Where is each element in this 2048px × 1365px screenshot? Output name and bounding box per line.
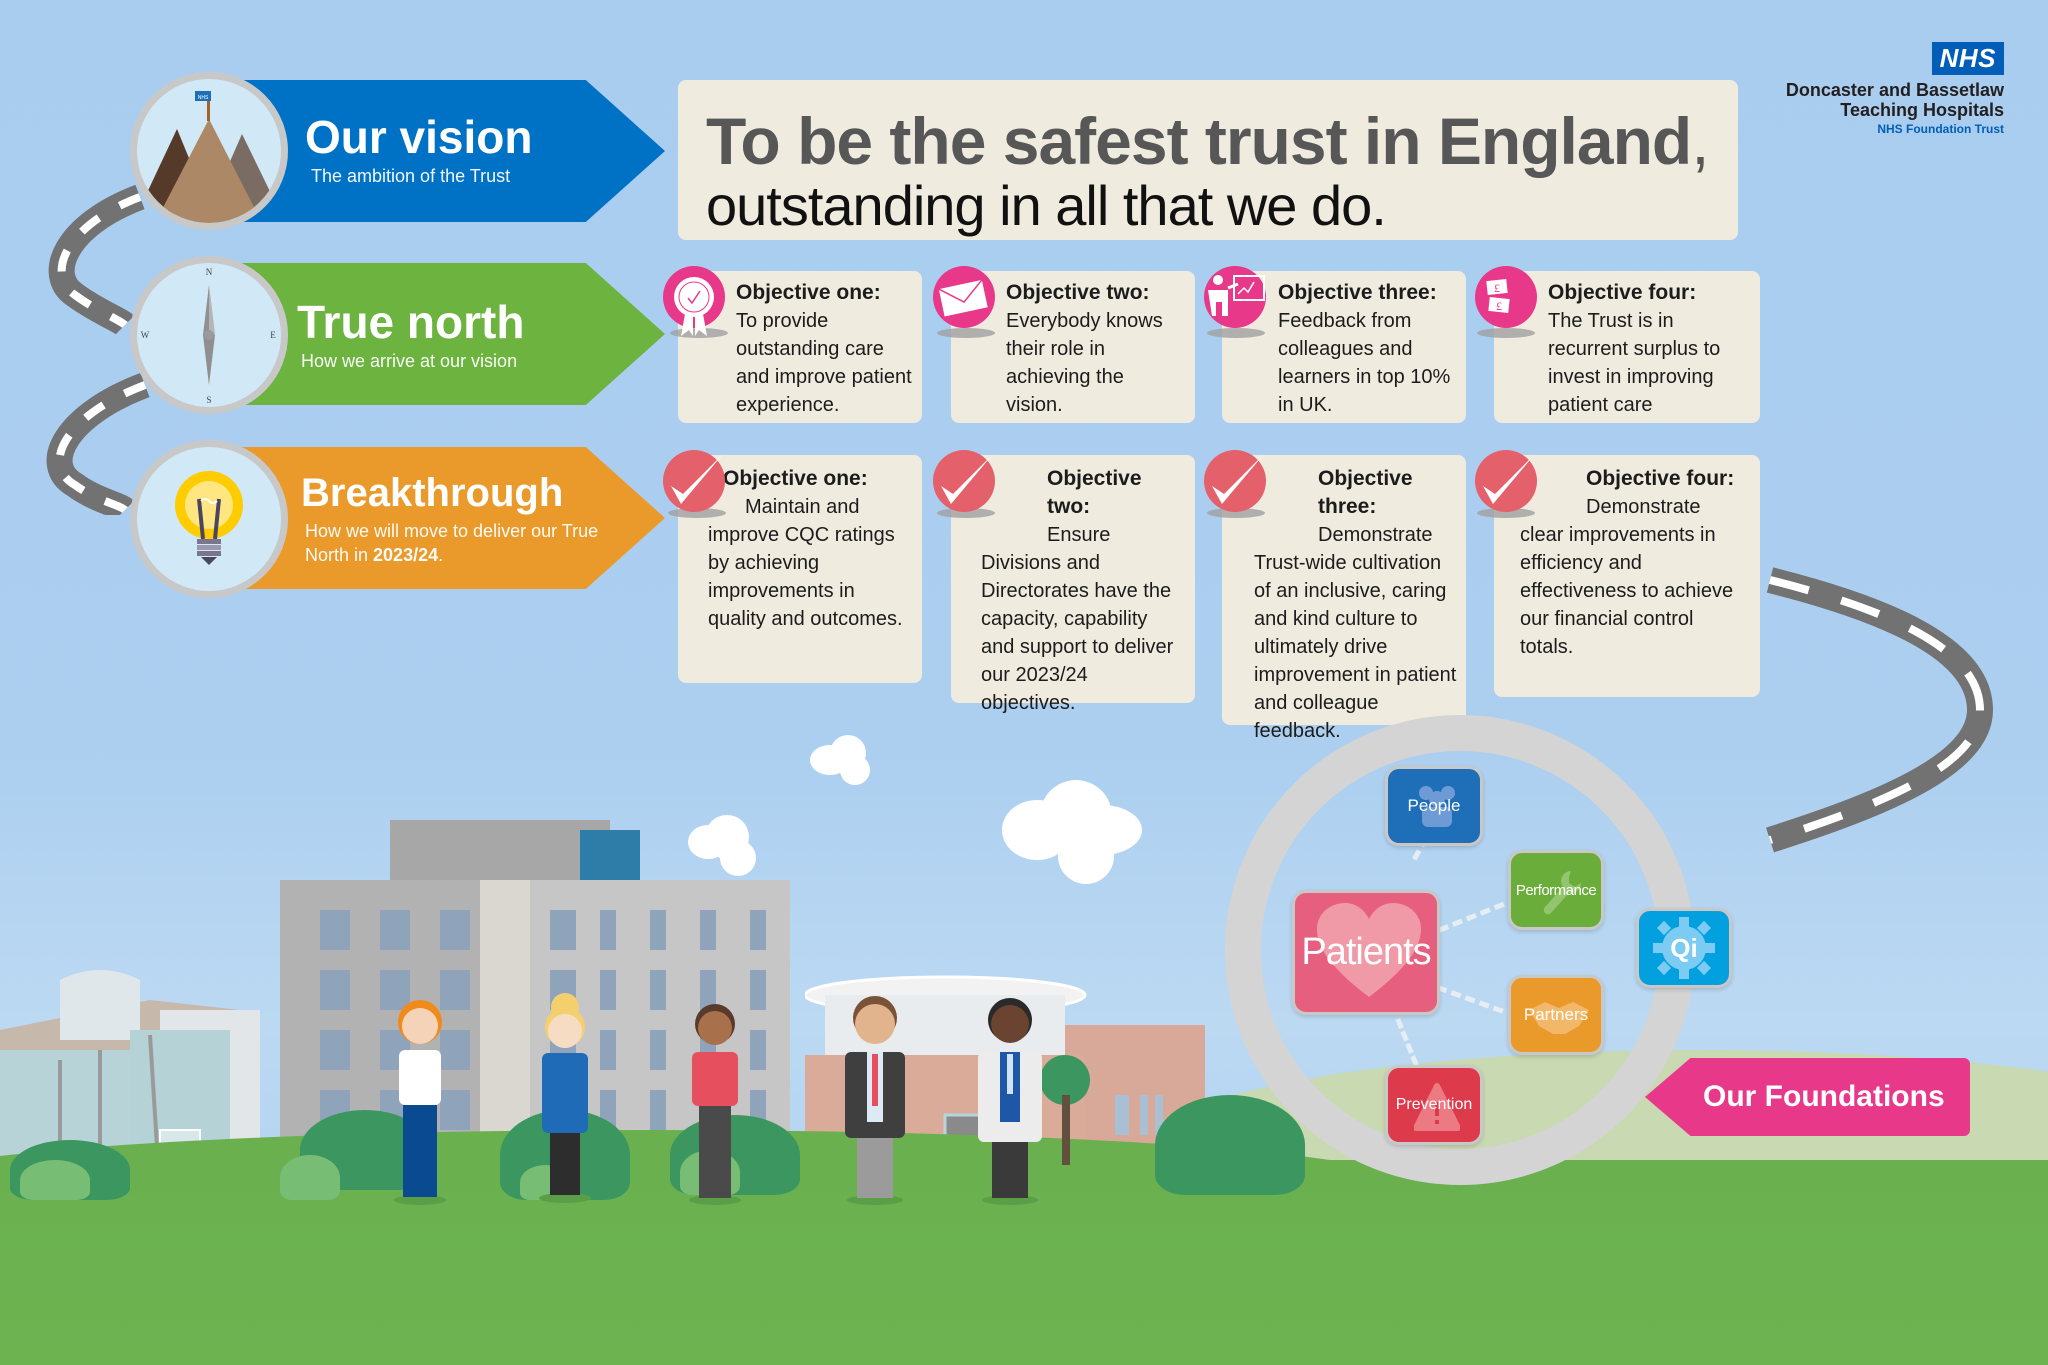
svg-text:W: W xyxy=(141,330,150,340)
road-left-icon xyxy=(46,185,150,515)
foundation-qi-tile[interactable]: Qi xyxy=(1636,908,1732,988)
foundation-prevention-tile: Prevention xyxy=(1385,1065,1483,1145)
foundation-patients-tile: Patients xyxy=(1292,890,1440,1015)
nhs-logo-badge: NHS xyxy=(1931,42,2004,75)
partners-label: Partners xyxy=(1523,1005,1589,1024)
compass-icon: N E S W xyxy=(130,256,288,414)
breakthrough-objective-card: Objective four: Demonstrate clear improv… xyxy=(1494,455,1760,697)
svg-text:£: £ xyxy=(1496,299,1502,313)
svg-text:N: N xyxy=(206,267,213,277)
foundation-people-tile: People xyxy=(1385,766,1483,846)
true-north-title: True north xyxy=(297,296,525,348)
person-staff-white-top-icon xyxy=(394,1000,446,1205)
svg-text:Qi: Qi xyxy=(1670,933,1697,963)
people-label: People xyxy=(1407,796,1461,815)
our-vision-subtitle: The ambition of the Trust xyxy=(311,166,511,186)
org-name-line2: Teaching Hospitals xyxy=(1840,100,2004,120)
svg-text:S: S xyxy=(206,395,211,405)
flag-text: NHS xyxy=(198,95,209,101)
envelope-icon xyxy=(933,266,995,328)
our-foundations-label: Our Foundations xyxy=(1645,1058,1970,1136)
svg-text:£: £ xyxy=(1494,281,1500,295)
true-north-banner: True north How we arrive at our vision xyxy=(225,263,665,405)
breakthrough-objective-card: Objective three: Demonstrate Trust-wide … xyxy=(1222,455,1466,742)
handshake-icon xyxy=(1529,1002,1589,1034)
breakthrough-subtitle: How we will move to deliver our True Nor… xyxy=(305,521,599,565)
people-group-icon xyxy=(1419,786,1455,827)
prevention-label: Prevention xyxy=(1395,1096,1473,1113)
performance-label: Performance xyxy=(1515,881,1597,899)
breakthrough-title: Breakthrough xyxy=(301,471,564,515)
breakthrough-banner: Breakthrough How we will move to deliver… xyxy=(225,447,665,589)
person-manager-suit-icon xyxy=(845,996,905,1205)
our-vision-title: Our vision xyxy=(305,111,533,163)
checkmark-icon xyxy=(1204,450,1266,512)
foundation-performance-tile: Performance xyxy=(1508,850,1604,930)
warning-triangle-icon xyxy=(1414,1083,1460,1131)
award-rosette-icon xyxy=(663,266,725,336)
our-vision-banner: Our vision The ambition of the Trust xyxy=(225,80,665,222)
true-north-objective-card: Objective four: The Trust is in recurren… xyxy=(1494,271,1760,423)
foundation-partners-tile: Partners xyxy=(1508,975,1604,1055)
person-staff-red-top-icon xyxy=(689,1004,741,1205)
vision-line-2: outstanding in all that we do. xyxy=(706,174,1387,237)
road-right-icon xyxy=(1766,567,1994,853)
heart-icon xyxy=(1317,903,1421,997)
true-north-objective-card: Objective three: Feedback from colleague… xyxy=(1222,271,1466,423)
lightbulb-icon xyxy=(130,440,288,598)
svg-text:E: E xyxy=(270,330,276,340)
checkmark-icon xyxy=(663,450,725,512)
breakthrough-objective-card: Objective two: Ensure Divisions and Dire… xyxy=(951,455,1195,714)
wrench-icon xyxy=(1543,871,1581,915)
patients-label: Patients xyxy=(1301,931,1431,973)
nhs-trust-logo: NHS Doncaster and Bassetlaw Teaching Hos… xyxy=(1786,42,2004,136)
checkmark-icon xyxy=(933,450,995,512)
org-name-line1: Doncaster and Bassetlaw xyxy=(1785,80,2004,100)
person-nurse-blue-icon xyxy=(539,993,591,1203)
qi-gear-icon: Qi xyxy=(1653,917,1715,979)
true-north-subtitle: How we arrive at our vision xyxy=(301,351,518,371)
true-north-objective-card: Objective one: To provide outstanding ca… xyxy=(678,271,922,423)
checkmark-icon xyxy=(1475,450,1537,512)
mountain-flag-icon: NHS xyxy=(130,72,288,230)
foundation-trust-label: NHS Foundation Trust xyxy=(1877,122,2004,136)
vision-line-1: To be the safest trust in England, xyxy=(706,104,1710,178)
presentation-chart-icon xyxy=(1204,266,1266,328)
vision-statement: To be the safest trust in England, outst… xyxy=(678,80,1738,240)
pound-notes-icon: ££ xyxy=(1475,266,1537,328)
person-doctor-labcoat-icon xyxy=(978,998,1042,1205)
